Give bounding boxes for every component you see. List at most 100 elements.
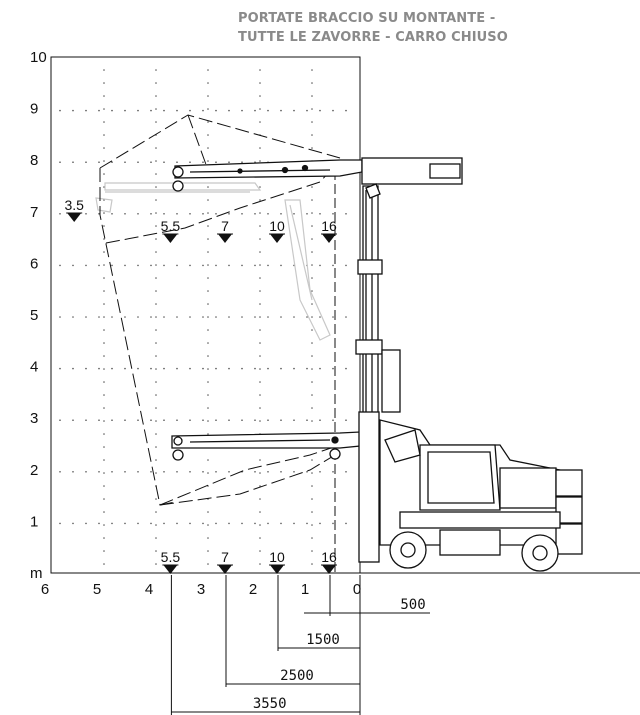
- capacity-marker-label: 10: [269, 218, 285, 234]
- grid-dot: [280, 109, 282, 112]
- grid-dot: [259, 199, 261, 201]
- grid-dot: [215, 213, 217, 215]
- grid-dot: [163, 316, 165, 318]
- grid-dot: [207, 316, 209, 318]
- grid-dot: [103, 511, 105, 513]
- grid-dot: [259, 251, 261, 253]
- grid-dot: [207, 186, 209, 188]
- grid-dot: [137, 213, 139, 215]
- lower-boom: [171, 431, 361, 461]
- grid-dot: [207, 550, 209, 552]
- grid-dot: [98, 522, 100, 525]
- grid-dot: [124, 161, 126, 163]
- grid-dot: [319, 419, 321, 422]
- grid-dot: [202, 316, 204, 318]
- grid-dot: [72, 367, 74, 370]
- grid-dot: [155, 303, 157, 305]
- grid-dot: [293, 109, 295, 112]
- grid-dot: [319, 109, 321, 112]
- grid-dot: [72, 109, 74, 112]
- vertical-unit-label: m: [30, 565, 43, 582]
- grid-dot: [124, 109, 126, 112]
- grid-dot: [137, 522, 139, 525]
- capacity-marker-triangle: [322, 565, 336, 574]
- vertical-tick-label: 4: [30, 359, 38, 376]
- grid-dot: [163, 367, 165, 370]
- grid-dot: [103, 342, 105, 344]
- grid-dot: [207, 381, 209, 383]
- grid-dot: [103, 173, 105, 175]
- grid-dot: [332, 522, 334, 525]
- grid-dot: [254, 419, 256, 422]
- grid-dot: [207, 563, 209, 565]
- grid-dot: [332, 316, 334, 318]
- grid-dot: [85, 419, 87, 422]
- grid-dot: [103, 498, 105, 500]
- capacity-marker-label: 16: [321, 218, 337, 234]
- grid-dot: [163, 161, 165, 163]
- grid-dot: [311, 459, 313, 461]
- grid-dot: [207, 225, 209, 227]
- vertical-tick-label: 10: [30, 49, 47, 66]
- grid-dot: [85, 367, 87, 370]
- grid-dot: [311, 212, 313, 214]
- grid-dot: [259, 316, 261, 318]
- grid-dot: [332, 109, 334, 112]
- dimension-label: 1500: [306, 632, 340, 648]
- grid-dot: [59, 419, 61, 422]
- grid-dot: [259, 69, 261, 71]
- grid-dot: [311, 381, 313, 383]
- grid-dot: [228, 109, 230, 112]
- grid-dot: [103, 433, 105, 435]
- grid-dots: [59, 69, 347, 565]
- dimension-label: 500: [400, 597, 425, 613]
- grid-dot: [59, 109, 61, 112]
- grid-dot: [124, 419, 126, 422]
- grid-dot: [293, 522, 295, 525]
- grid-dot: [111, 522, 113, 525]
- grid-dot: [293, 213, 295, 215]
- grid-dot: [215, 161, 217, 163]
- title-line-1: PORTATE BRACCIO SU MONTANTE -: [238, 11, 496, 26]
- grid-dot: [259, 550, 261, 552]
- grid-dot: [319, 213, 321, 215]
- grid-dot: [267, 522, 269, 525]
- grid-dot: [207, 407, 209, 409]
- horizontal-tick-label: 5: [93, 581, 101, 598]
- grid-dot: [280, 522, 282, 525]
- grid-dot: [306, 109, 308, 112]
- grid-dot: [155, 472, 157, 474]
- grid-dot: [103, 238, 105, 240]
- grid-dot: [137, 264, 139, 267]
- grid-dot: [72, 264, 74, 267]
- capacity-marker-label: 10: [269, 549, 285, 565]
- grid-dot: [59, 213, 61, 215]
- grid-dot: [155, 563, 157, 565]
- grid-dot: [202, 367, 204, 370]
- grid-dot: [345, 471, 347, 473]
- grid-dot: [137, 471, 139, 473]
- grid-dot: [103, 160, 105, 162]
- grid-dot: [228, 367, 230, 370]
- grid-dot: [207, 108, 209, 110]
- grid-dot: [311, 277, 313, 279]
- grid-dot: [311, 355, 313, 357]
- grid-dot: [259, 342, 261, 344]
- grid-dot: [259, 563, 261, 565]
- grid-dot: [345, 109, 347, 112]
- capacity-marker-triangle: [218, 234, 232, 243]
- grid-dot: [111, 109, 113, 112]
- grid-dot: [111, 161, 113, 163]
- grid-dot: [241, 367, 243, 370]
- grid-dot: [155, 290, 157, 292]
- grid-dot: [241, 109, 243, 112]
- grid-dot: [259, 277, 261, 279]
- grid-dot: [72, 419, 74, 422]
- grid-dot: [150, 471, 152, 473]
- grid-dot: [72, 161, 74, 163]
- grid-dot: [103, 134, 105, 136]
- grid-dot: [103, 108, 105, 110]
- grid-dot: [207, 433, 209, 435]
- grid-dot: [259, 381, 261, 383]
